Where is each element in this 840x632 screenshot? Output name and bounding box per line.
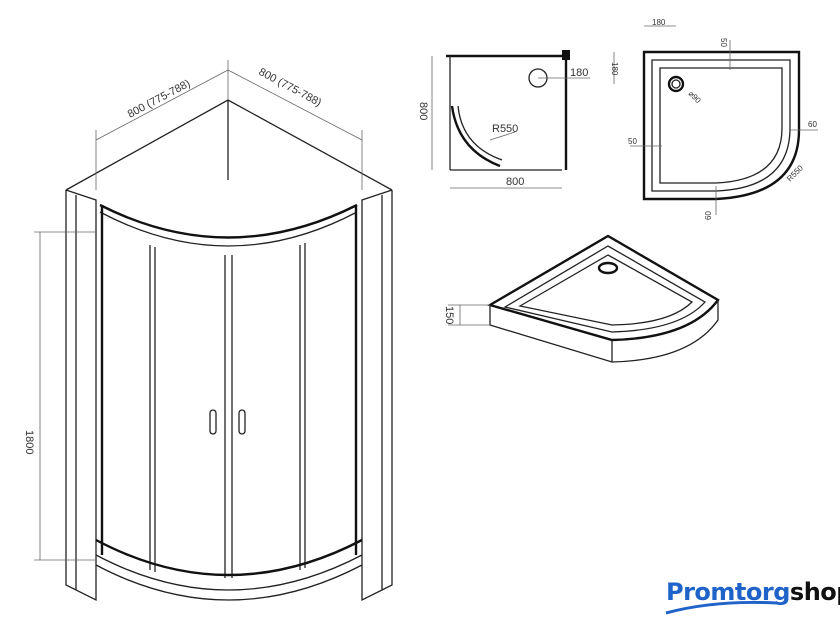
tray-height-label: 150 (443, 306, 455, 324)
plan-drain-offset-label: 180 (570, 67, 588, 79)
logo-part2: shop (789, 578, 840, 606)
plan-view-drawing: 800 800 180 R550 (417, 50, 590, 189)
tray-rim-bottom-label: 60 (704, 211, 713, 220)
tray-drain-diameter-label: ⌀90 (687, 89, 703, 105)
tray-drain-x-label: 180 (652, 18, 666, 27)
tray-radius-label: R550 (785, 163, 805, 183)
plan-side-label: 800 (417, 102, 429, 120)
logo-swoosh-icon (665, 600, 777, 615)
tray-isometric-drawing: 150 (443, 234, 720, 363)
cabin-width-left-label: 800 (775-788) (126, 78, 193, 121)
tray-rim-top-label: 50 (719, 38, 728, 47)
cabin-height-label: 1800 (23, 430, 35, 454)
tray-rim-left-label: 50 (628, 137, 637, 146)
tray-drain-y-label: 180 (610, 62, 619, 76)
shower-cabin-drawing: 800 (775-788) 800 (775-788) 1800 (23, 60, 393, 602)
plan-bottom-label: 800 (506, 176, 524, 188)
tray-rim-right-label: 60 (808, 120, 817, 129)
tray-top-view-drawing: 180 180 50 50 ⌀90 60 60 R550 (610, 18, 818, 220)
plan-radius-label: R550 (492, 123, 518, 135)
